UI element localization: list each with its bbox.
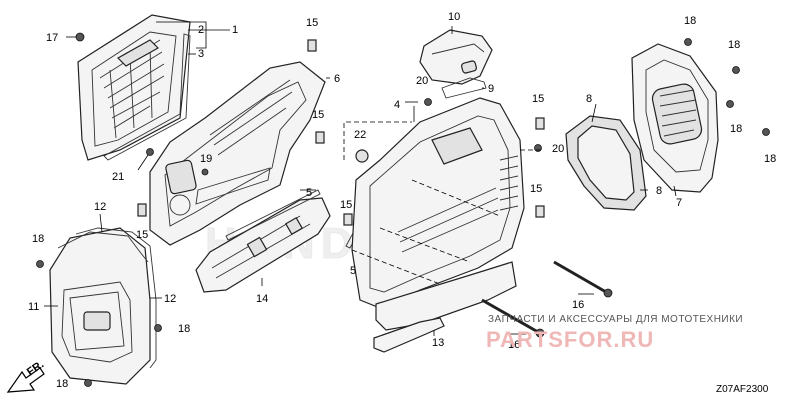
callout-1: 1 (232, 24, 238, 36)
callout-8-lower: 8 (656, 185, 662, 197)
callout-15-c: 15 (136, 229, 148, 241)
callout-15-d: 15 (340, 199, 352, 211)
assembly-lines (343, 121, 542, 285)
callout-14: 14 (256, 293, 268, 305)
callout-10: 10 (448, 11, 460, 23)
fastener-19 (201, 168, 209, 176)
callout-15-a: 15 (306, 17, 318, 29)
fastener-20-upper (424, 98, 432, 106)
callout-15-b: 15 (312, 109, 324, 121)
watermark: ЗАПЧАСТИ И АКСЕССУАРЫ ДЛЯ МОТОТЕХНИКИ PA… (486, 314, 743, 352)
callout-4: 4 (394, 99, 400, 111)
leader-lines (44, 21, 677, 336)
part-seal-9 (441, 77, 487, 99)
callout-11: 11 (28, 301, 39, 313)
callout-2: 2 (198, 24, 204, 36)
watermark-caption: ЗАПЧАСТИ И АКСЕССУАРЫ ДЛЯ МОТОТЕХНИКИ (488, 314, 743, 325)
clips-15 (307, 39, 545, 226)
callout-18-e: 18 (728, 39, 740, 51)
callout-15-f: 15 (530, 183, 542, 195)
part-grommet-22 (355, 149, 369, 163)
callout-20-right: 20 (552, 143, 564, 155)
part-grille-cover-top-left (77, 14, 191, 161)
callout-6: 6 (334, 73, 340, 85)
callout-18-f: 18 (730, 123, 742, 135)
callout-21: 21 (112, 171, 124, 183)
fasteners-18-front (36, 260, 162, 387)
callout-15-e: 15 (532, 93, 544, 105)
callout-16-lower: 16 (508, 339, 520, 351)
part-front-panel-11 (49, 227, 151, 385)
fastener-20-right (534, 144, 542, 152)
callout-5-lower: 5 (350, 265, 356, 277)
fastener-17 (66, 32, 85, 42)
clip-15-left (137, 203, 147, 217)
callout-3: 3 (198, 48, 204, 60)
part-lower-trim-13 (373, 317, 445, 353)
callouts: 1 2 3 4 5 5 6 7 8 8 9 10 11 12 12 13 14 … (28, 11, 776, 390)
fastener-21 (137, 148, 154, 171)
part-side-cover-4 (351, 97, 525, 331)
fasteners-18-rear (684, 38, 770, 136)
callout-9: 9 (488, 83, 494, 95)
callout-8-upper: 8 (586, 93, 592, 105)
bolt-16-upper (553, 260, 613, 298)
callout-18-g: 18 (764, 153, 776, 165)
part-seal-8 (565, 115, 647, 211)
bolt-16-lower (481, 298, 545, 338)
diagram-code: Z07AF2300 (716, 384, 769, 395)
part-seal-5-upper (225, 189, 321, 241)
part-inner-frame (149, 61, 326, 246)
part-seal-12 (75, 227, 157, 369)
callout-18-d: 18 (684, 15, 696, 27)
callout-13: 13 (432, 337, 444, 349)
callout-22: 22 (354, 129, 366, 141)
callout-16-upper: 16 (572, 299, 584, 311)
callout-12-upper: 12 (94, 201, 106, 213)
callout-18-b: 18 (178, 323, 190, 335)
callout-18-a: 18 (32, 233, 44, 245)
part-lower-cover-14 (195, 197, 331, 293)
callout-19: 19 (200, 153, 212, 165)
front-direction-marker: FR. (6, 358, 46, 393)
callout-12-lower: 12 (164, 293, 176, 305)
callout-7: 7 (676, 197, 682, 209)
part-handle-cover-10 (419, 29, 493, 85)
callout-17: 17 (46, 32, 58, 44)
front-label: FR. (25, 358, 46, 378)
part-rear-cover-7 (631, 43, 719, 193)
callout-20-upper: 20 (416, 75, 428, 87)
callout-18-c: 18 (56, 378, 68, 390)
front-arrow-icon (6, 367, 45, 393)
callout-5-upper: 5 (306, 187, 312, 199)
watermark-brand: PARTSFOR.RU (486, 327, 654, 352)
